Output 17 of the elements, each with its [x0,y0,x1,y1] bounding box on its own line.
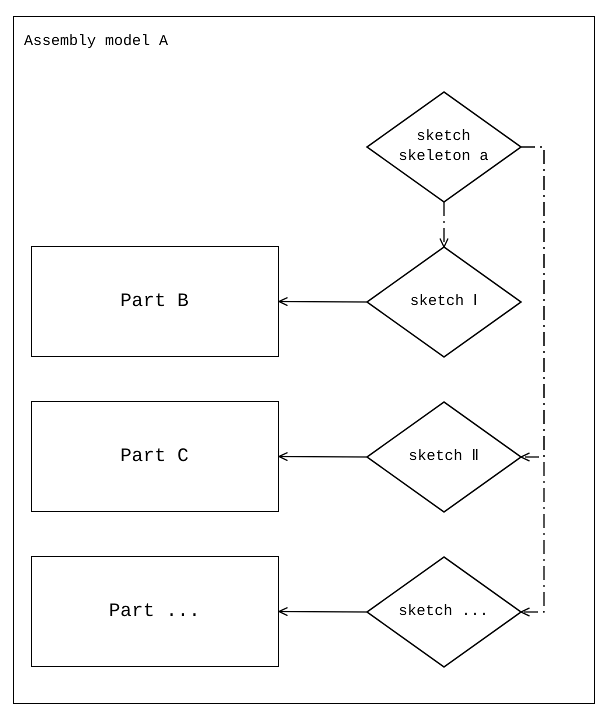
diamond-label: sketch Ⅱ [407,446,480,466]
diamond-label: sketch Ⅰ [408,292,478,312]
diamond-label: sketch ... [397,602,490,622]
arrow [520,146,545,617]
box-label: Part ... [108,600,200,622]
process-box [30,400,278,512]
arrow [278,452,367,462]
arrow [278,606,367,616]
box-label: Part B [120,290,189,312]
arrow [278,296,367,306]
container-box [13,16,595,704]
diamond-label: sketch skeleton a [397,127,490,166]
arrow [439,202,449,248]
process-box [30,246,278,356]
container-heading: Assembly model A [24,33,168,50]
process-box [30,556,278,666]
box-label: Part C [120,445,189,467]
